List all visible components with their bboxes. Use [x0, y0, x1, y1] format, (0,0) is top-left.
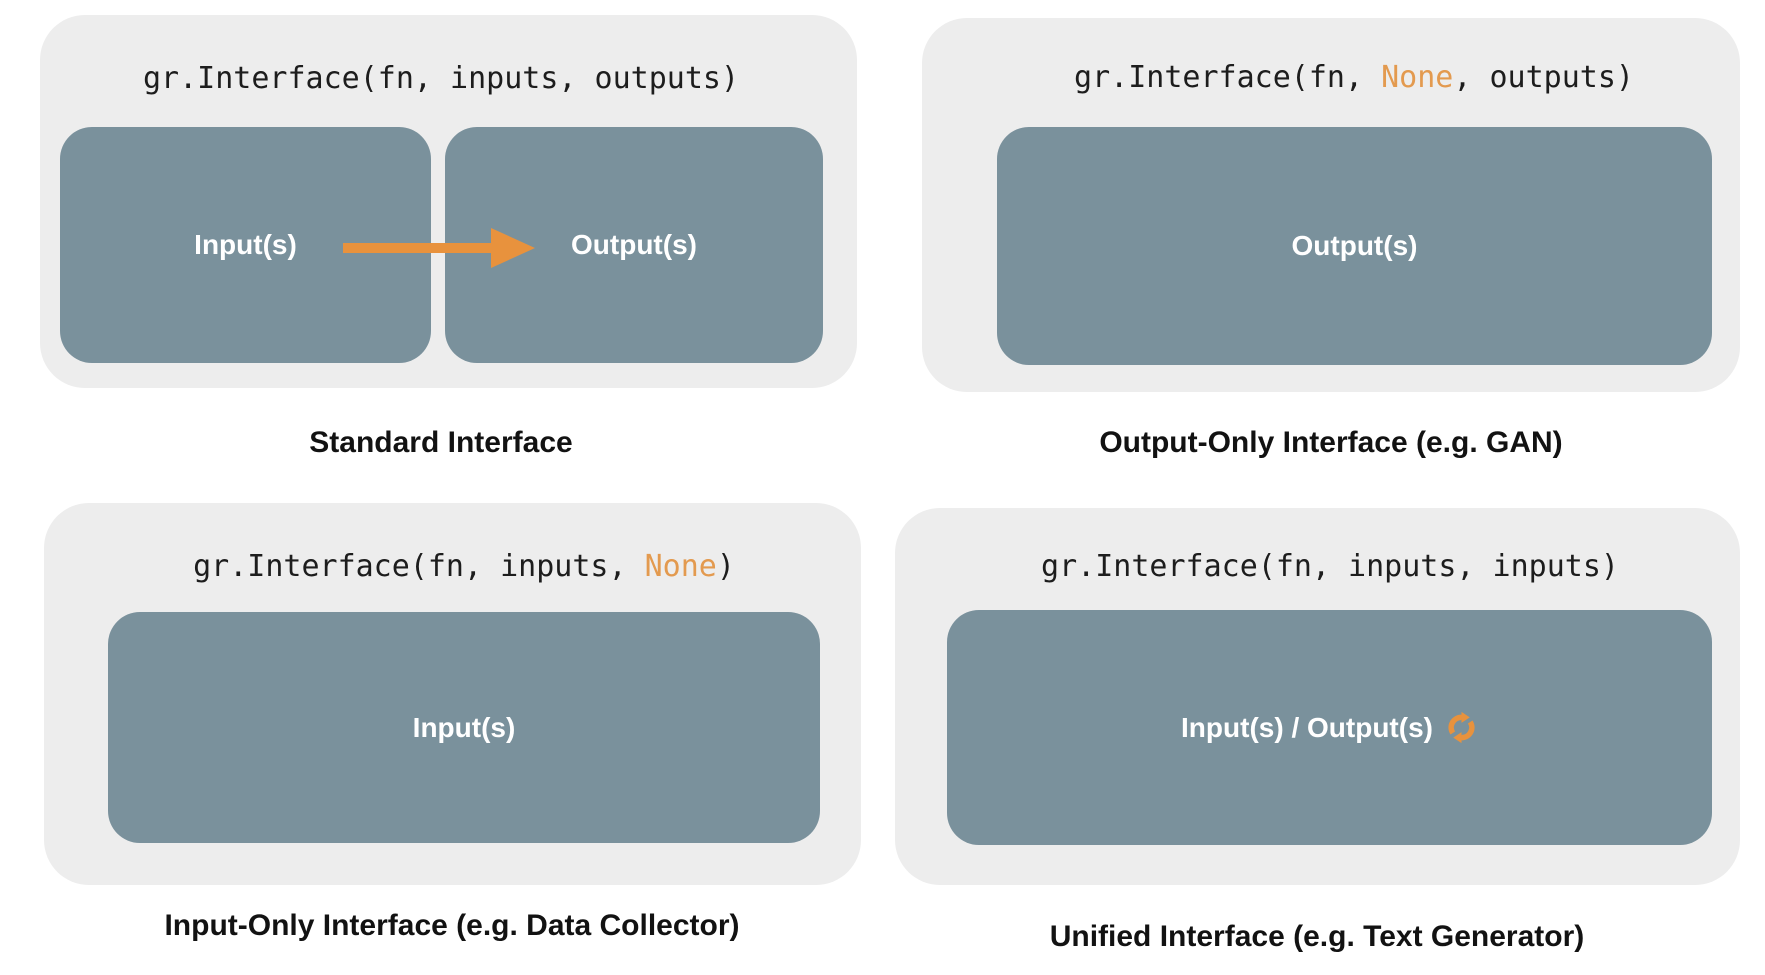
unified-box: Input(s) / Output(s): [947, 610, 1712, 845]
panel-unified-interface: gr.Interface(fn, inputs, inputs) Input(s…: [895, 508, 1740, 885]
code-line-unified: gr.Interface(fn, inputs, inputs): [1041, 549, 1619, 585]
inputs-box-label: Input(s): [194, 229, 297, 260]
caption-unified-interface: Unified Interface (e.g. Text Generator): [1049, 920, 1585, 953]
code-line-standard: gr.Interface(fn, inputs, outputs): [143, 61, 739, 97]
caption-standard-interface: Standard Interface: [309, 426, 573, 459]
code-line-input-only: gr.Interface(fn, inputs, None): [193, 549, 735, 585]
outputs-box: Output(s): [997, 127, 1712, 365]
arrow-right-icon: [343, 228, 535, 268]
code-text: , outputs): [1453, 60, 1634, 95]
outputs-box-label: Output(s): [571, 229, 697, 260]
unified-box-label-row: Input(s) / Output(s): [1181, 711, 1478, 744]
code-line-output-only: gr.Interface(fn, None, outputs): [1074, 60, 1634, 96]
panel-output-only-interface: gr.Interface(fn, None, outputs) Output(s…: [922, 18, 1740, 392]
code-text: ): [716, 549, 735, 584]
code-text: gr.Interface(fn, inputs, outputs): [142, 61, 740, 96]
unified-box-label: Input(s) / Output(s): [1181, 711, 1433, 743]
code-none-highlight: None: [1381, 60, 1454, 95]
inputs-box: Input(s): [108, 612, 820, 843]
code-text: gr.Interface(fn, inputs, inputs): [1041, 549, 1619, 584]
code-none-highlight: None: [644, 549, 717, 584]
refresh-icon: [1448, 711, 1475, 744]
panel-standard-interface: gr.Interface(fn, inputs, outputs) Input(…: [40, 15, 857, 388]
inputs-box-label: Input(s): [412, 711, 516, 743]
panel-input-only-interface: gr.Interface(fn, inputs, None) Input(s): [44, 503, 861, 885]
outputs-box-label: Output(s): [1291, 230, 1418, 261]
caption-input-only-interface: Input-Only Interface (e.g. Data Collecto…: [164, 909, 740, 942]
code-text: gr.Interface(fn, inputs,: [193, 549, 645, 584]
caption-output-only-interface: Output-Only Interface (e.g. GAN): [1099, 426, 1563, 459]
code-text: gr.Interface(fn,: [1074, 60, 1382, 95]
